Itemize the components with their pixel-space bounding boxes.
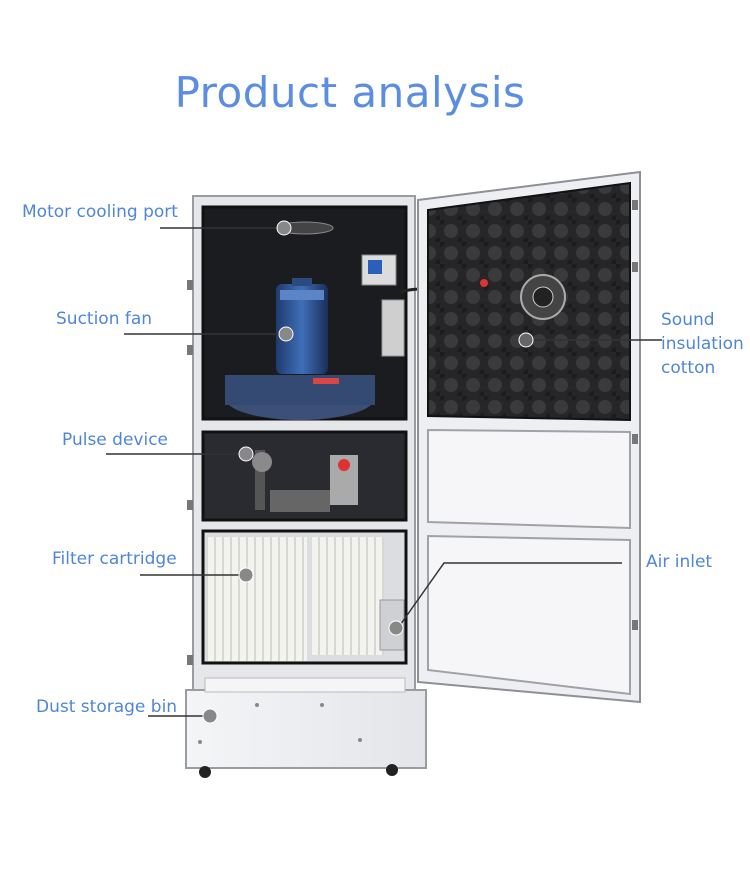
label-filter-cartridge: Filter cartridge <box>52 549 177 569</box>
filter-cartridge <box>207 537 405 661</box>
label-sound-line-3: cotton <box>661 358 716 378</box>
label-dust-storage-bin: Dust storage bin <box>36 697 178 717</box>
label-motor-cooling-port: Motor cooling port <box>22 202 178 222</box>
callout-suction-fan <box>124 326 294 342</box>
callout-filter-cartridge <box>140 567 254 583</box>
label-sound-insulation-cotton: Sound insulation cotton <box>661 308 744 380</box>
page-title: Product analysis <box>174 68 526 117</box>
label-suction-fan: Suction fan <box>56 309 153 329</box>
label-sound-line-1: Sound <box>661 310 715 330</box>
callout-dust-storage-bin <box>148 708 218 724</box>
callout-air-inlet <box>388 562 622 636</box>
callout-pulse-device <box>106 446 254 462</box>
control-box <box>361 254 521 357</box>
cabinet-door <box>417 170 641 704</box>
suction-fan <box>225 278 375 420</box>
label-pulse-device: Pulse device <box>62 430 169 450</box>
dust-storage-bin <box>185 677 427 778</box>
callout-motor-cooling-port <box>160 220 292 236</box>
pulse-device <box>252 450 358 512</box>
label-air-inlet: Air inlet <box>646 552 713 572</box>
label-sound-line-2: insulation <box>661 334 744 354</box>
callout-sound-insulation-cotton <box>518 332 662 348</box>
